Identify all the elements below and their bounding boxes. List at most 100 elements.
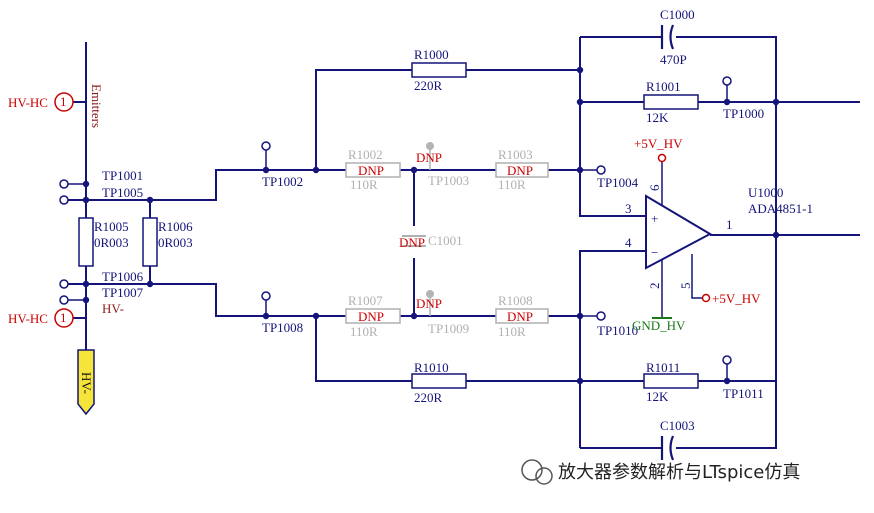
junction-dot bbox=[82, 280, 90, 288]
wechat-icon-bubble bbox=[535, 467, 553, 485]
testpoint-tp1004[interactable] bbox=[596, 165, 606, 175]
tp1007-label: TP1007 bbox=[102, 285, 144, 300]
hv-minus-port[interactable] bbox=[77, 349, 95, 416]
testpoint-tp1007[interactable] bbox=[59, 295, 69, 305]
inverting-input-wire bbox=[579, 250, 646, 448]
tp1009-label: TP1009 bbox=[428, 321, 469, 336]
tp1006-label: TP1006 bbox=[102, 269, 144, 284]
capacitor-c1003[interactable] bbox=[669, 435, 675, 461]
junction-dot bbox=[772, 98, 780, 106]
left-input-network: 1 HV-HC 1 HV-HC Emitters R1005 0R003 R10… bbox=[8, 42, 316, 416]
r1000-value: 220R bbox=[414, 78, 443, 93]
testpoint-tp1009[interactable] bbox=[426, 290, 434, 298]
vpos-right-terminal[interactable] bbox=[701, 293, 711, 303]
testpoint-tp1003[interactable] bbox=[426, 142, 434, 150]
testpoint-tp1002[interactable] bbox=[261, 141, 271, 151]
r1011-value: 12K bbox=[646, 389, 669, 404]
tp1003-label: TP1003 bbox=[428, 173, 469, 188]
hv-hc-top-label: HV-HC bbox=[8, 95, 48, 110]
resistor-r1011[interactable] bbox=[643, 373, 699, 389]
testpoint-tp1008[interactable] bbox=[261, 291, 271, 301]
r1006-ref: R1006 bbox=[158, 219, 193, 234]
r1001-value: 12K bbox=[646, 110, 669, 125]
junction-dot bbox=[410, 166, 418, 174]
gnd-label: GND_HV bbox=[632, 318, 686, 333]
resistor-r1010[interactable] bbox=[411, 373, 467, 389]
resistor-r1007[interactable] bbox=[345, 308, 401, 324]
testpoint-tp1011[interactable] bbox=[722, 355, 732, 365]
c1000-value: 470P bbox=[660, 52, 687, 67]
testpoint-tp1006[interactable] bbox=[59, 279, 69, 289]
junction-dot bbox=[576, 166, 584, 174]
r1005-ref: R1005 bbox=[94, 219, 129, 234]
r1007-value: 110R bbox=[350, 324, 378, 339]
r1008-ref: R1008 bbox=[498, 293, 533, 308]
hv-hc-top-port[interactable] bbox=[54, 92, 74, 112]
junction-dot bbox=[410, 312, 418, 320]
r1002-dnp: DNP bbox=[358, 163, 384, 178]
r1011-ref: R1011 bbox=[646, 360, 680, 375]
tp1008-label: TP1008 bbox=[262, 320, 303, 335]
resistor-r1003[interactable] bbox=[495, 162, 549, 178]
resistor-r1008[interactable] bbox=[495, 308, 549, 324]
junction-dot bbox=[723, 377, 731, 385]
opamp-pin4: 4 bbox=[625, 235, 632, 250]
tp1010-label: TP1010 bbox=[597, 323, 638, 338]
vpos-right-label: +5V_HV bbox=[712, 291, 761, 306]
testpoint-tp1000[interactable] bbox=[722, 76, 732, 86]
testpoint-tp1010[interactable] bbox=[596, 311, 606, 321]
vpos-top-terminal[interactable] bbox=[657, 153, 667, 163]
tp1004-label: TP1004 bbox=[597, 175, 639, 190]
r1002-ref: R1002 bbox=[348, 147, 383, 162]
r1003-dnp: DNP bbox=[507, 163, 533, 178]
c1000-ref: C1000 bbox=[660, 7, 695, 22]
junction-dot bbox=[146, 196, 154, 204]
c1003-ref: C1003 bbox=[660, 418, 695, 433]
capacitor-c1000[interactable] bbox=[669, 24, 675, 50]
hv-hc-bottom-port[interactable] bbox=[54, 308, 74, 328]
junction-dot bbox=[576, 98, 584, 106]
noninverting-input-wire bbox=[579, 37, 646, 217]
junction-dot bbox=[772, 231, 780, 239]
junction-dot bbox=[576, 312, 584, 320]
resistor-r1001[interactable] bbox=[643, 94, 699, 110]
r1002-value: 110R bbox=[350, 177, 378, 192]
tp1001-label: TP1001 bbox=[102, 168, 143, 183]
right-tp-stubs bbox=[580, 85, 728, 381]
hv-hc-bottom-pin: 1 bbox=[60, 310, 67, 325]
opamp-pin2: 2 bbox=[647, 283, 662, 290]
testpoint-tp1005[interactable] bbox=[59, 195, 69, 205]
junction-dot bbox=[576, 66, 584, 74]
r1006-value: 0R003 bbox=[158, 235, 193, 250]
resistor-r1000[interactable] bbox=[411, 62, 467, 78]
r1000-ref: R1000 bbox=[414, 47, 449, 62]
resistor-r1002[interactable] bbox=[345, 162, 401, 178]
r1007-ref: R1007 bbox=[348, 293, 383, 308]
r1000-wire bbox=[315, 69, 580, 170]
opamp-ref: U1000 bbox=[748, 185, 783, 200]
resistor-r1005[interactable] bbox=[78, 217, 94, 267]
r1010-value: 220R bbox=[414, 390, 443, 405]
opamp-pin3: 3 bbox=[625, 201, 632, 216]
r1010-wire bbox=[315, 316, 580, 382]
hv-minus-net-label: HV- bbox=[102, 301, 124, 316]
r1001-ref: R1001 bbox=[646, 79, 681, 94]
hv-hc-top-pin: 1 bbox=[60, 94, 67, 109]
junction-dot bbox=[82, 296, 90, 304]
r1003-ref: R1003 bbox=[498, 147, 533, 162]
testpoint-tp1001[interactable] bbox=[59, 179, 69, 189]
c1001-ref: C1001 bbox=[428, 233, 463, 248]
resistor-r1006[interactable] bbox=[142, 217, 158, 267]
watermark-text: 放大器参数解析与LTspice仿真 bbox=[558, 462, 800, 483]
opamp-plus-sign: + bbox=[651, 211, 658, 226]
junction-dot bbox=[146, 280, 154, 288]
c1003-feedback-wire bbox=[580, 235, 777, 449]
tp1005-label: TP1005 bbox=[102, 185, 143, 200]
dnp-mark-bottom: DNP bbox=[416, 296, 442, 311]
wechat-icon bbox=[521, 459, 543, 481]
c1001-dnp: DNP bbox=[399, 235, 425, 250]
watermark: 放大器参数解析与LTspice仿真 bbox=[521, 459, 800, 485]
capacitor-c1001[interactable] bbox=[402, 235, 426, 247]
opamp-u1000[interactable] bbox=[645, 194, 713, 270]
